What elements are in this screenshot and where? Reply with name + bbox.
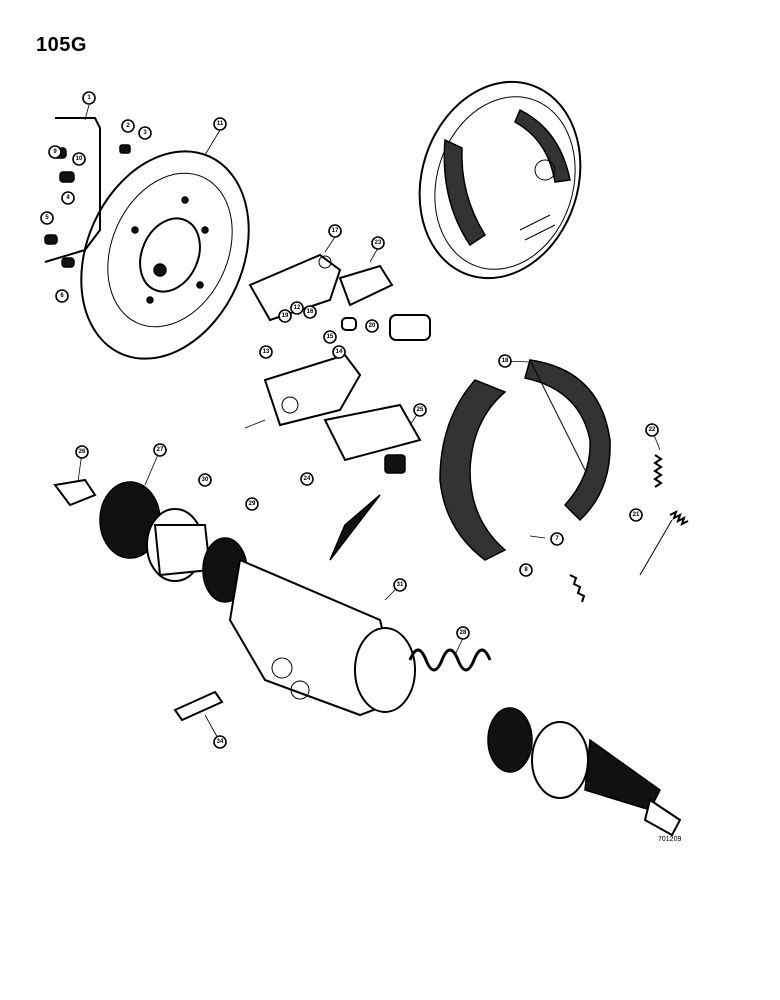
callout-27: 27 xyxy=(153,443,167,457)
page-number: 105G xyxy=(36,34,87,56)
callout-21: 21 xyxy=(629,508,643,522)
callout-label: 21 xyxy=(633,512,640,518)
callout-10: 10 xyxy=(72,152,86,166)
callout-2: 2 xyxy=(121,119,135,133)
callout-20: 20 xyxy=(365,319,379,333)
callout-24: 24 xyxy=(300,472,314,486)
callout-8: 8 xyxy=(519,563,533,577)
callout-label: 2 xyxy=(126,123,130,129)
callout-30: 30 xyxy=(198,473,212,487)
callout-label: 3 xyxy=(143,130,147,136)
callout-label: 24 xyxy=(304,476,311,482)
callout-label: 26 xyxy=(79,449,86,455)
callout-label: 23 xyxy=(375,240,382,246)
callout-label: 17 xyxy=(332,228,339,234)
callout-label: 10 xyxy=(76,156,83,162)
callout-22: 22 xyxy=(645,423,659,437)
callout-23: 23 xyxy=(371,236,385,250)
callout-17: 17 xyxy=(328,224,342,238)
callout-7: 7 xyxy=(550,532,564,546)
callout-label: 25 xyxy=(417,407,424,413)
callout-14: 14 xyxy=(332,345,346,359)
callout-6: 6 xyxy=(55,289,69,303)
assembled-brake-drawing xyxy=(418,80,582,280)
callout-label: 12 xyxy=(294,305,301,311)
anchor-bracket-drawing xyxy=(248,253,362,427)
callout-25: 25 xyxy=(413,403,427,417)
callout-15: 15 xyxy=(323,330,337,344)
callout-label: 7 xyxy=(555,536,559,542)
wheel-cylinder-exploded-drawing xyxy=(53,478,682,837)
callout-label: 19 xyxy=(282,313,289,319)
callout-label: 20 xyxy=(369,323,376,329)
callout-label: 6 xyxy=(60,293,64,299)
brake-shoe-drawing xyxy=(439,359,611,561)
callout-34: 34 xyxy=(213,735,227,749)
callout-label: 34 xyxy=(217,739,224,745)
callout-16: 16 xyxy=(303,305,317,319)
callout-label: 11 xyxy=(217,121,224,127)
callout-label: 13 xyxy=(263,349,270,355)
callout-label: 14 xyxy=(336,349,343,355)
callout-label: 29 xyxy=(249,501,256,507)
callout-label: 8 xyxy=(524,567,528,573)
callout-label: 22 xyxy=(649,427,656,433)
callout-5: 5 xyxy=(40,211,54,225)
backing-plate-drawing xyxy=(80,150,250,360)
callout-9: 9 xyxy=(48,145,62,159)
callout-label: 15 xyxy=(327,334,334,340)
callout-label: 31 xyxy=(397,582,404,588)
springs-drawing xyxy=(569,454,689,603)
callout-26: 26 xyxy=(75,445,89,459)
callout-label: 5 xyxy=(45,215,49,221)
callout-29: 29 xyxy=(245,497,259,511)
callout-3: 3 xyxy=(138,126,152,140)
callout-19: 19 xyxy=(278,309,292,323)
callout-label: 27 xyxy=(157,447,164,453)
small-wheel-cylinder-drawing xyxy=(323,264,431,474)
callout-18: 18 xyxy=(498,354,512,368)
callout-1: 1 xyxy=(82,91,96,105)
callout-4: 4 xyxy=(61,191,75,205)
callout-12: 12 xyxy=(290,301,304,315)
figure-code: 701209 xyxy=(658,836,682,843)
callout-label: 9 xyxy=(53,149,57,155)
callout-11: 11 xyxy=(213,117,227,131)
callout-label: 4 xyxy=(66,195,70,201)
callout-label: 16 xyxy=(307,309,314,315)
callout-13: 13 xyxy=(259,345,273,359)
callouts: 1 2 3 4 5 6 7 8 9 10 11 12 13 14 15 16 1… xyxy=(40,91,659,749)
callout-label: 28 xyxy=(460,630,467,636)
callout-31: 31 xyxy=(393,578,407,592)
callout-label: 30 xyxy=(202,477,209,483)
callout-28: 28 xyxy=(456,626,470,640)
callout-label: 1 xyxy=(87,95,91,101)
callout-label: 18 xyxy=(502,358,509,364)
